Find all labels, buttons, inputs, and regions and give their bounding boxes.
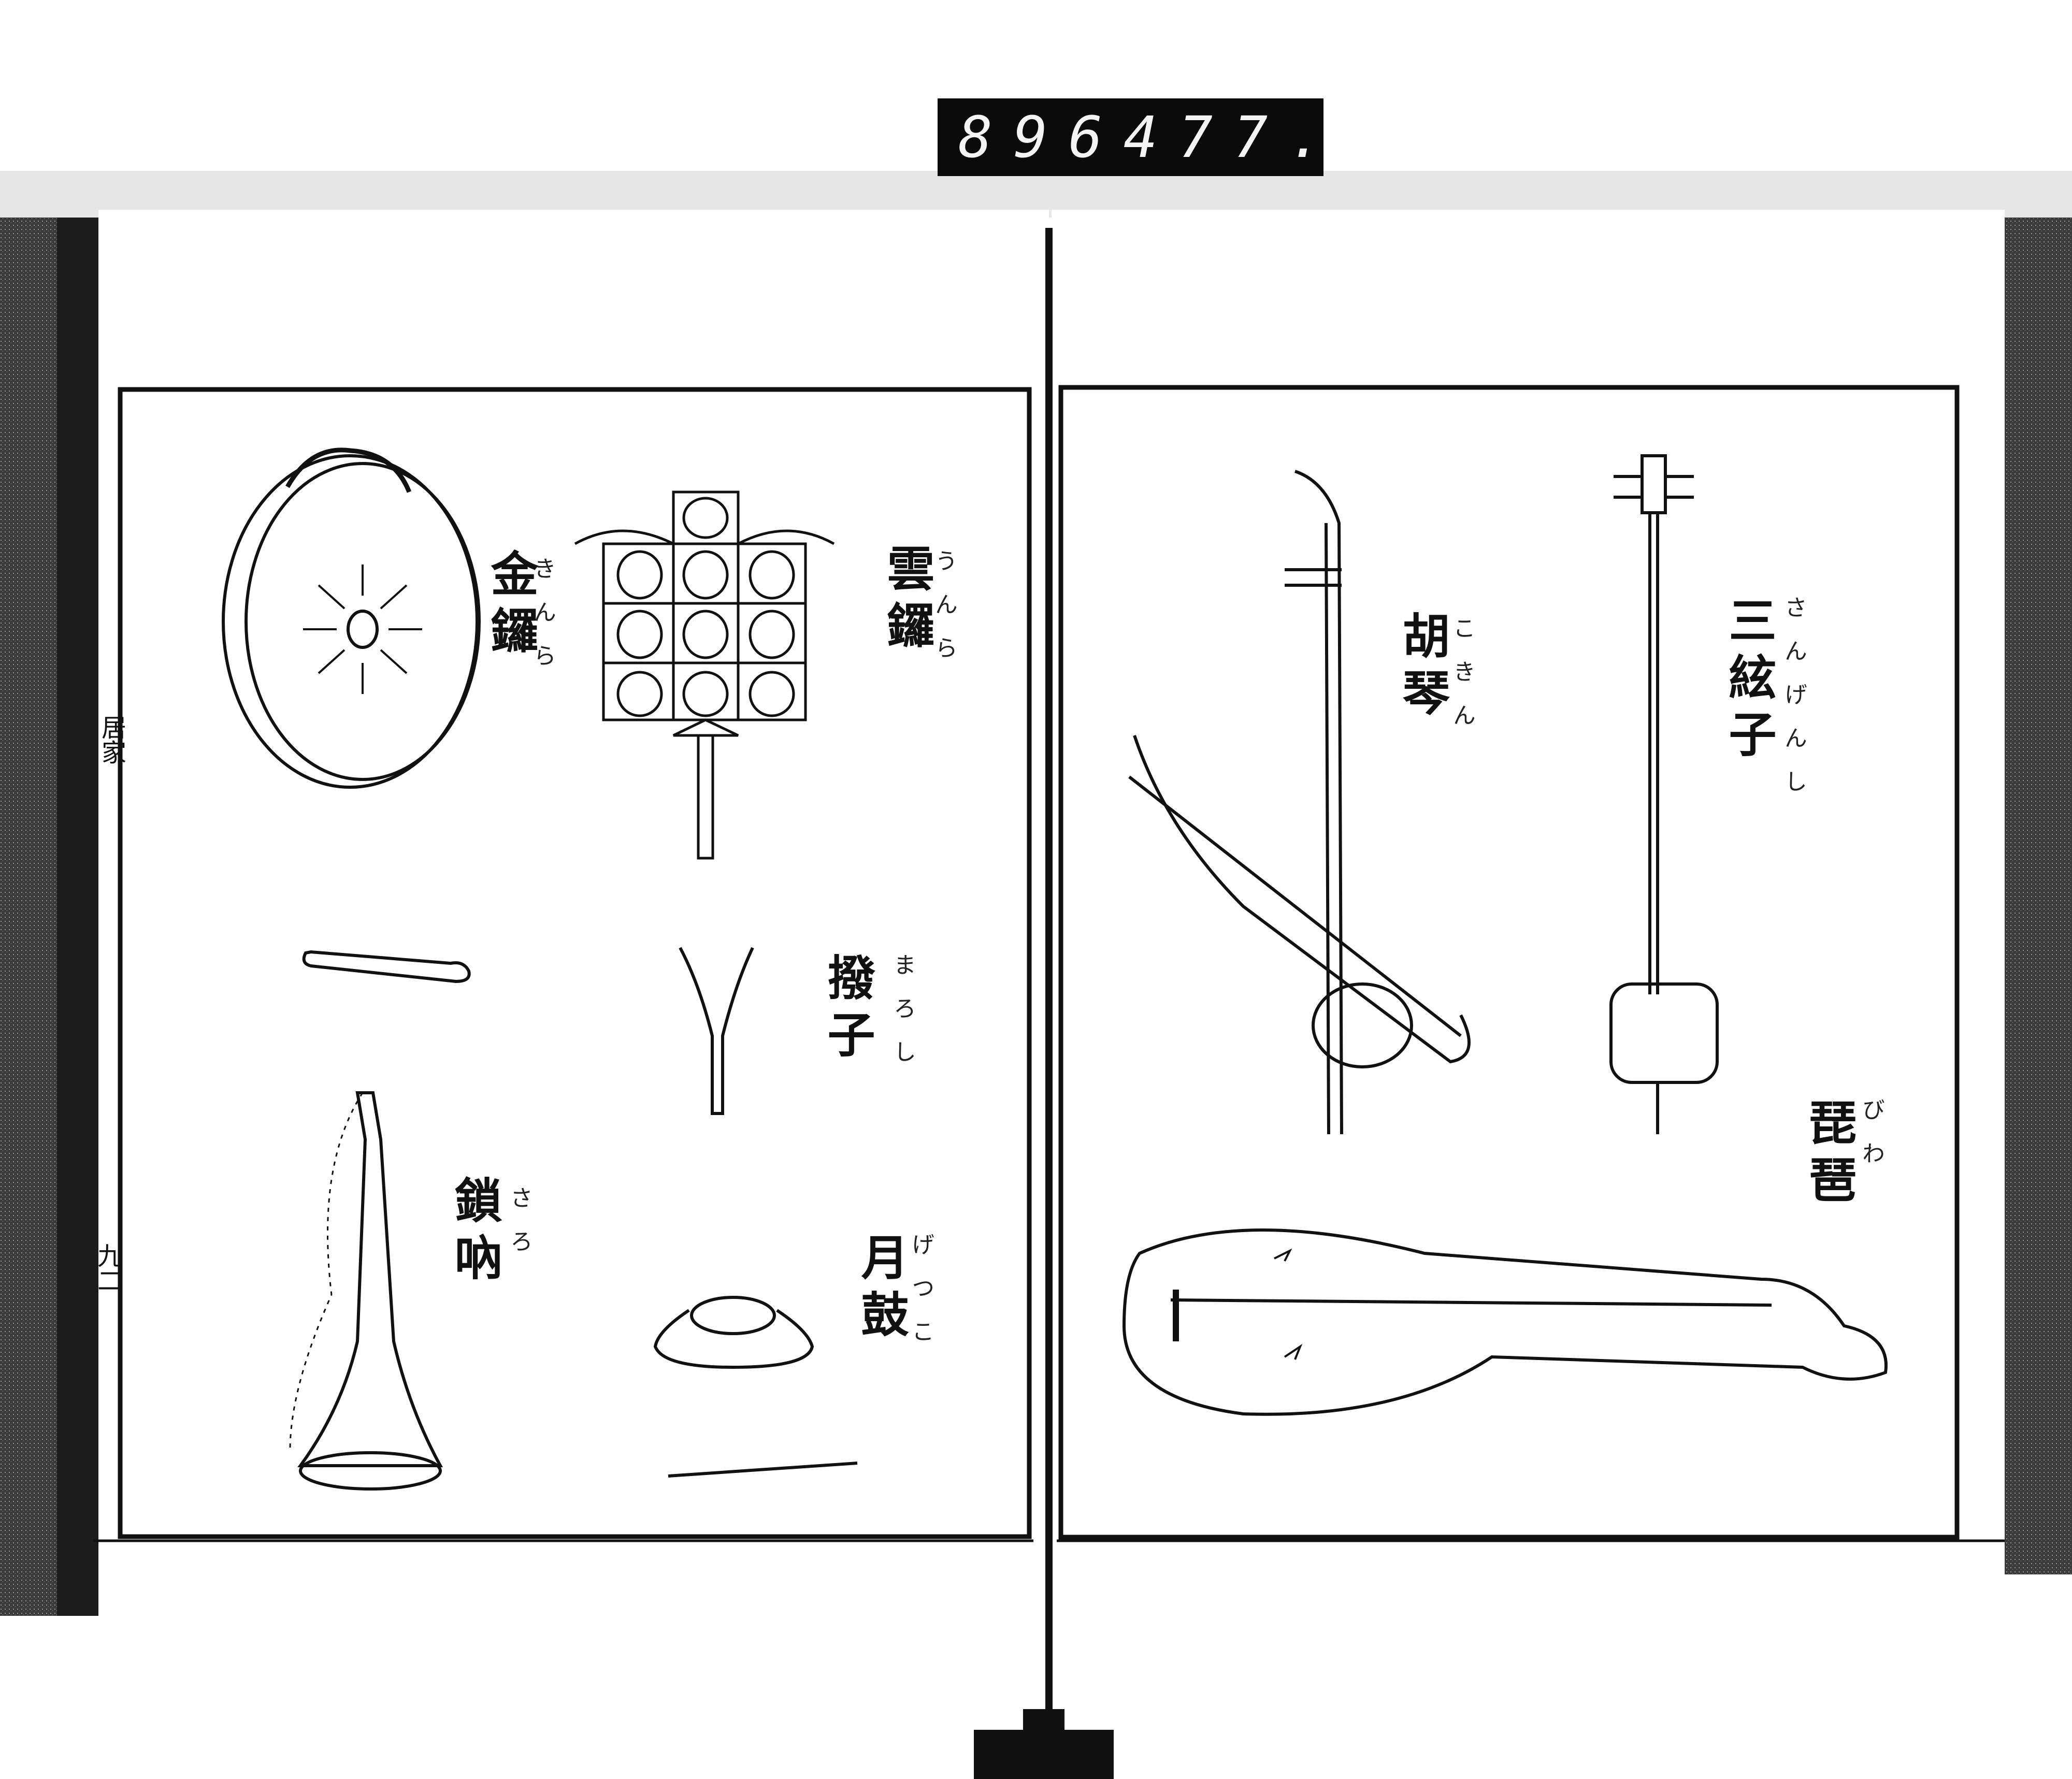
yuegu-illustration [653,1296,858,1478]
margin-page-number: 九二 [93,1243,122,1293]
label-sanxian: 三絃子 [1721,596,1777,766]
gong-illustration [222,447,481,789]
label-yunluo: 雲鑼 [879,544,935,658]
counter-left: 896 [958,104,1124,170]
left-page-frame [118,387,1032,1539]
mallet-illustration [302,950,471,983]
spine-line [1045,228,1053,1709]
margin-title: 居家 [97,715,126,764]
right-page-frame [1058,385,1960,1540]
bozi-illustration [679,947,754,1115]
huqin-illustration [1128,470,1471,1135]
frame-counter: 896 477. [938,98,1323,176]
ruby-huqin: こきん [1449,616,1475,747]
left-page [98,210,1049,1598]
label-huqin: 胡琴 [1394,611,1450,725]
sanxian-illustration [1609,454,1719,1134]
ruby-sanxian: さんげんし [1780,596,1807,813]
ruby-jinluo: きんら [529,557,556,687]
right-book-edge [2005,218,2072,1574]
ruby-pipa: びわ [1858,1098,1884,1185]
counter-right: 477. [1123,104,1344,170]
ruby-yunluo: うんら [931,549,957,679]
ruby-yuegu: げつこ [908,1233,934,1363]
yunluo-illustration [574,490,835,860]
label-pipa: 琵琶 [1801,1098,1857,1212]
label-suona: 鎖吶 [447,1176,502,1290]
suona-illustration [289,1091,443,1491]
label-yuegu: 月鼓 [853,1233,909,1347]
pipa-illustration [1122,1228,1888,1416]
right-page [1052,210,2005,1598]
label-bozi: 撥子 [819,953,875,1067]
spine-clamp [974,1730,1114,1779]
left-book-edge [0,218,57,1616]
ruby-bozi: まろし [889,953,916,1083]
left-book-cover [57,218,98,1616]
ruby-suona: さろ [506,1186,533,1273]
label-jinluo: 金鑼 [483,549,539,663]
